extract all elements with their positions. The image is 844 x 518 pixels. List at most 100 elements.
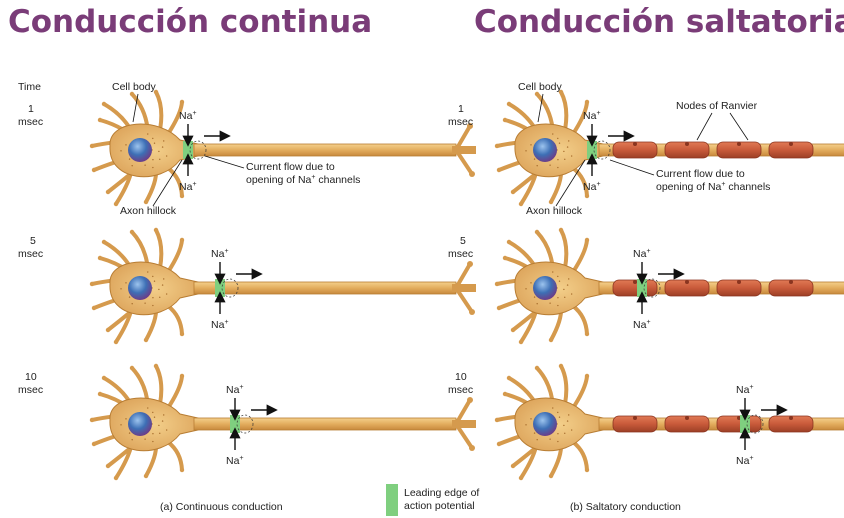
- time-value-right-1: 1: [458, 103, 464, 115]
- na-label-bottom: Na+: [226, 455, 244, 467]
- dendrite-tip: [585, 100, 589, 104]
- dendrite: [573, 442, 587, 470]
- dendrite-tip: [585, 332, 589, 336]
- schwann-nucleus: [789, 416, 793, 420]
- schwann-nucleus: [685, 142, 689, 146]
- na-label-top: Na+: [583, 110, 601, 122]
- dendrite-tip: [507, 102, 511, 106]
- soma-granule: [144, 438, 145, 439]
- dendrite-tip: [507, 376, 511, 380]
- neuron-continuous-1: Na+Na+: [90, 90, 476, 206]
- dendrite-tip: [519, 340, 523, 344]
- dendrite-tip: [144, 200, 148, 204]
- soma-granule: [154, 281, 155, 282]
- dendrite-tip: [180, 100, 184, 104]
- dendrite: [168, 376, 182, 408]
- soma-granule: [131, 439, 132, 440]
- dendrite: [168, 442, 182, 470]
- dendrite-tip: [180, 332, 184, 336]
- soma-granule: [120, 288, 121, 289]
- dendrite: [168, 306, 182, 334]
- dendrite-tip: [98, 118, 102, 122]
- schwann-nucleus: [737, 280, 741, 284]
- soma-granule: [571, 293, 572, 294]
- soma-granule: [534, 432, 535, 433]
- terminal-bouton: [469, 445, 475, 451]
- soma-granule: [571, 155, 572, 156]
- soma-granule: [152, 159, 153, 160]
- time-unit-right-3: msec: [448, 384, 473, 396]
- dendrite-tip: [559, 228, 563, 232]
- dendrite: [156, 366, 161, 404]
- soma-granule: [563, 425, 564, 426]
- soma-granule: [557, 305, 558, 306]
- soma-granule: [144, 302, 145, 303]
- legend-swatch: [386, 484, 398, 516]
- nucleus: [128, 412, 152, 436]
- time-unit-right-1: msec: [448, 116, 473, 128]
- soma-granule: [557, 159, 558, 160]
- time-unit-left-3: msec: [18, 384, 43, 396]
- soma-granule: [559, 143, 560, 144]
- na-label-top: Na+: [226, 384, 244, 396]
- soma-granule: [147, 407, 148, 408]
- soma-granule: [534, 296, 535, 297]
- dendrite-tip: [495, 144, 499, 148]
- soma-granule: [162, 146, 163, 147]
- soma-granule: [557, 276, 558, 277]
- na-label-bottom: Na+: [736, 455, 754, 467]
- dendrite-tip: [585, 238, 589, 242]
- soma-granule: [568, 140, 569, 141]
- time-unit-right-2: msec: [448, 248, 473, 260]
- dendrite-tip: [102, 102, 106, 106]
- soma-granule: [567, 146, 568, 147]
- dendrite-tip: [585, 374, 589, 378]
- dendrite-tip: [503, 256, 507, 260]
- soma-granule: [147, 271, 148, 272]
- dendrite-tip: [535, 230, 539, 234]
- dendrite-tip: [90, 282, 94, 286]
- schwann-nucleus: [789, 280, 793, 284]
- time-value-right-3: 10: [455, 371, 467, 383]
- nucleus: [533, 138, 557, 162]
- soma-granule: [536, 165, 537, 166]
- soma-granule: [152, 167, 153, 168]
- soma-granule: [152, 276, 153, 277]
- soma-granule: [162, 420, 163, 421]
- soma-granule: [525, 288, 526, 289]
- soma-granule: [534, 158, 535, 159]
- current-flow-label-right-1: Current flow due to: [656, 168, 745, 180]
- soma-granule: [530, 144, 531, 145]
- na-label-top: Na+: [736, 384, 754, 396]
- soma-granule: [129, 296, 130, 297]
- soma-granule: [552, 407, 553, 408]
- soma-granule: [568, 414, 569, 415]
- time-header: Time: [18, 81, 41, 93]
- soma-granule: [152, 138, 153, 139]
- dendrite-tip: [130, 230, 134, 234]
- dendrite-tip: [92, 442, 96, 446]
- soma-granule: [564, 159, 565, 160]
- soma-granule: [568, 278, 569, 279]
- soma-granule: [158, 289, 159, 290]
- soma-granule: [166, 293, 167, 294]
- dendrite-tip: [114, 476, 118, 480]
- na-label-top: Na+: [211, 248, 229, 260]
- dendrite-tip: [106, 190, 110, 194]
- dendrite-tip: [507, 240, 511, 244]
- nucleus: [533, 412, 557, 436]
- axon: [194, 144, 456, 156]
- soma-granule: [557, 297, 558, 298]
- dendrite-tip: [106, 464, 110, 468]
- soma-granule: [557, 167, 558, 168]
- soma-granule: [152, 433, 153, 434]
- dendrite: [573, 240, 587, 272]
- soma-granule: [549, 302, 550, 303]
- soma-granule: [564, 433, 565, 434]
- soma-granule: [557, 433, 558, 434]
- soma-granule: [120, 424, 121, 425]
- soma-granule: [564, 297, 565, 298]
- time-value-left-1: 1: [28, 103, 34, 115]
- caption-saltatory: (b) Saltatory conduction: [570, 501, 681, 513]
- dendrite-tip: [495, 418, 499, 422]
